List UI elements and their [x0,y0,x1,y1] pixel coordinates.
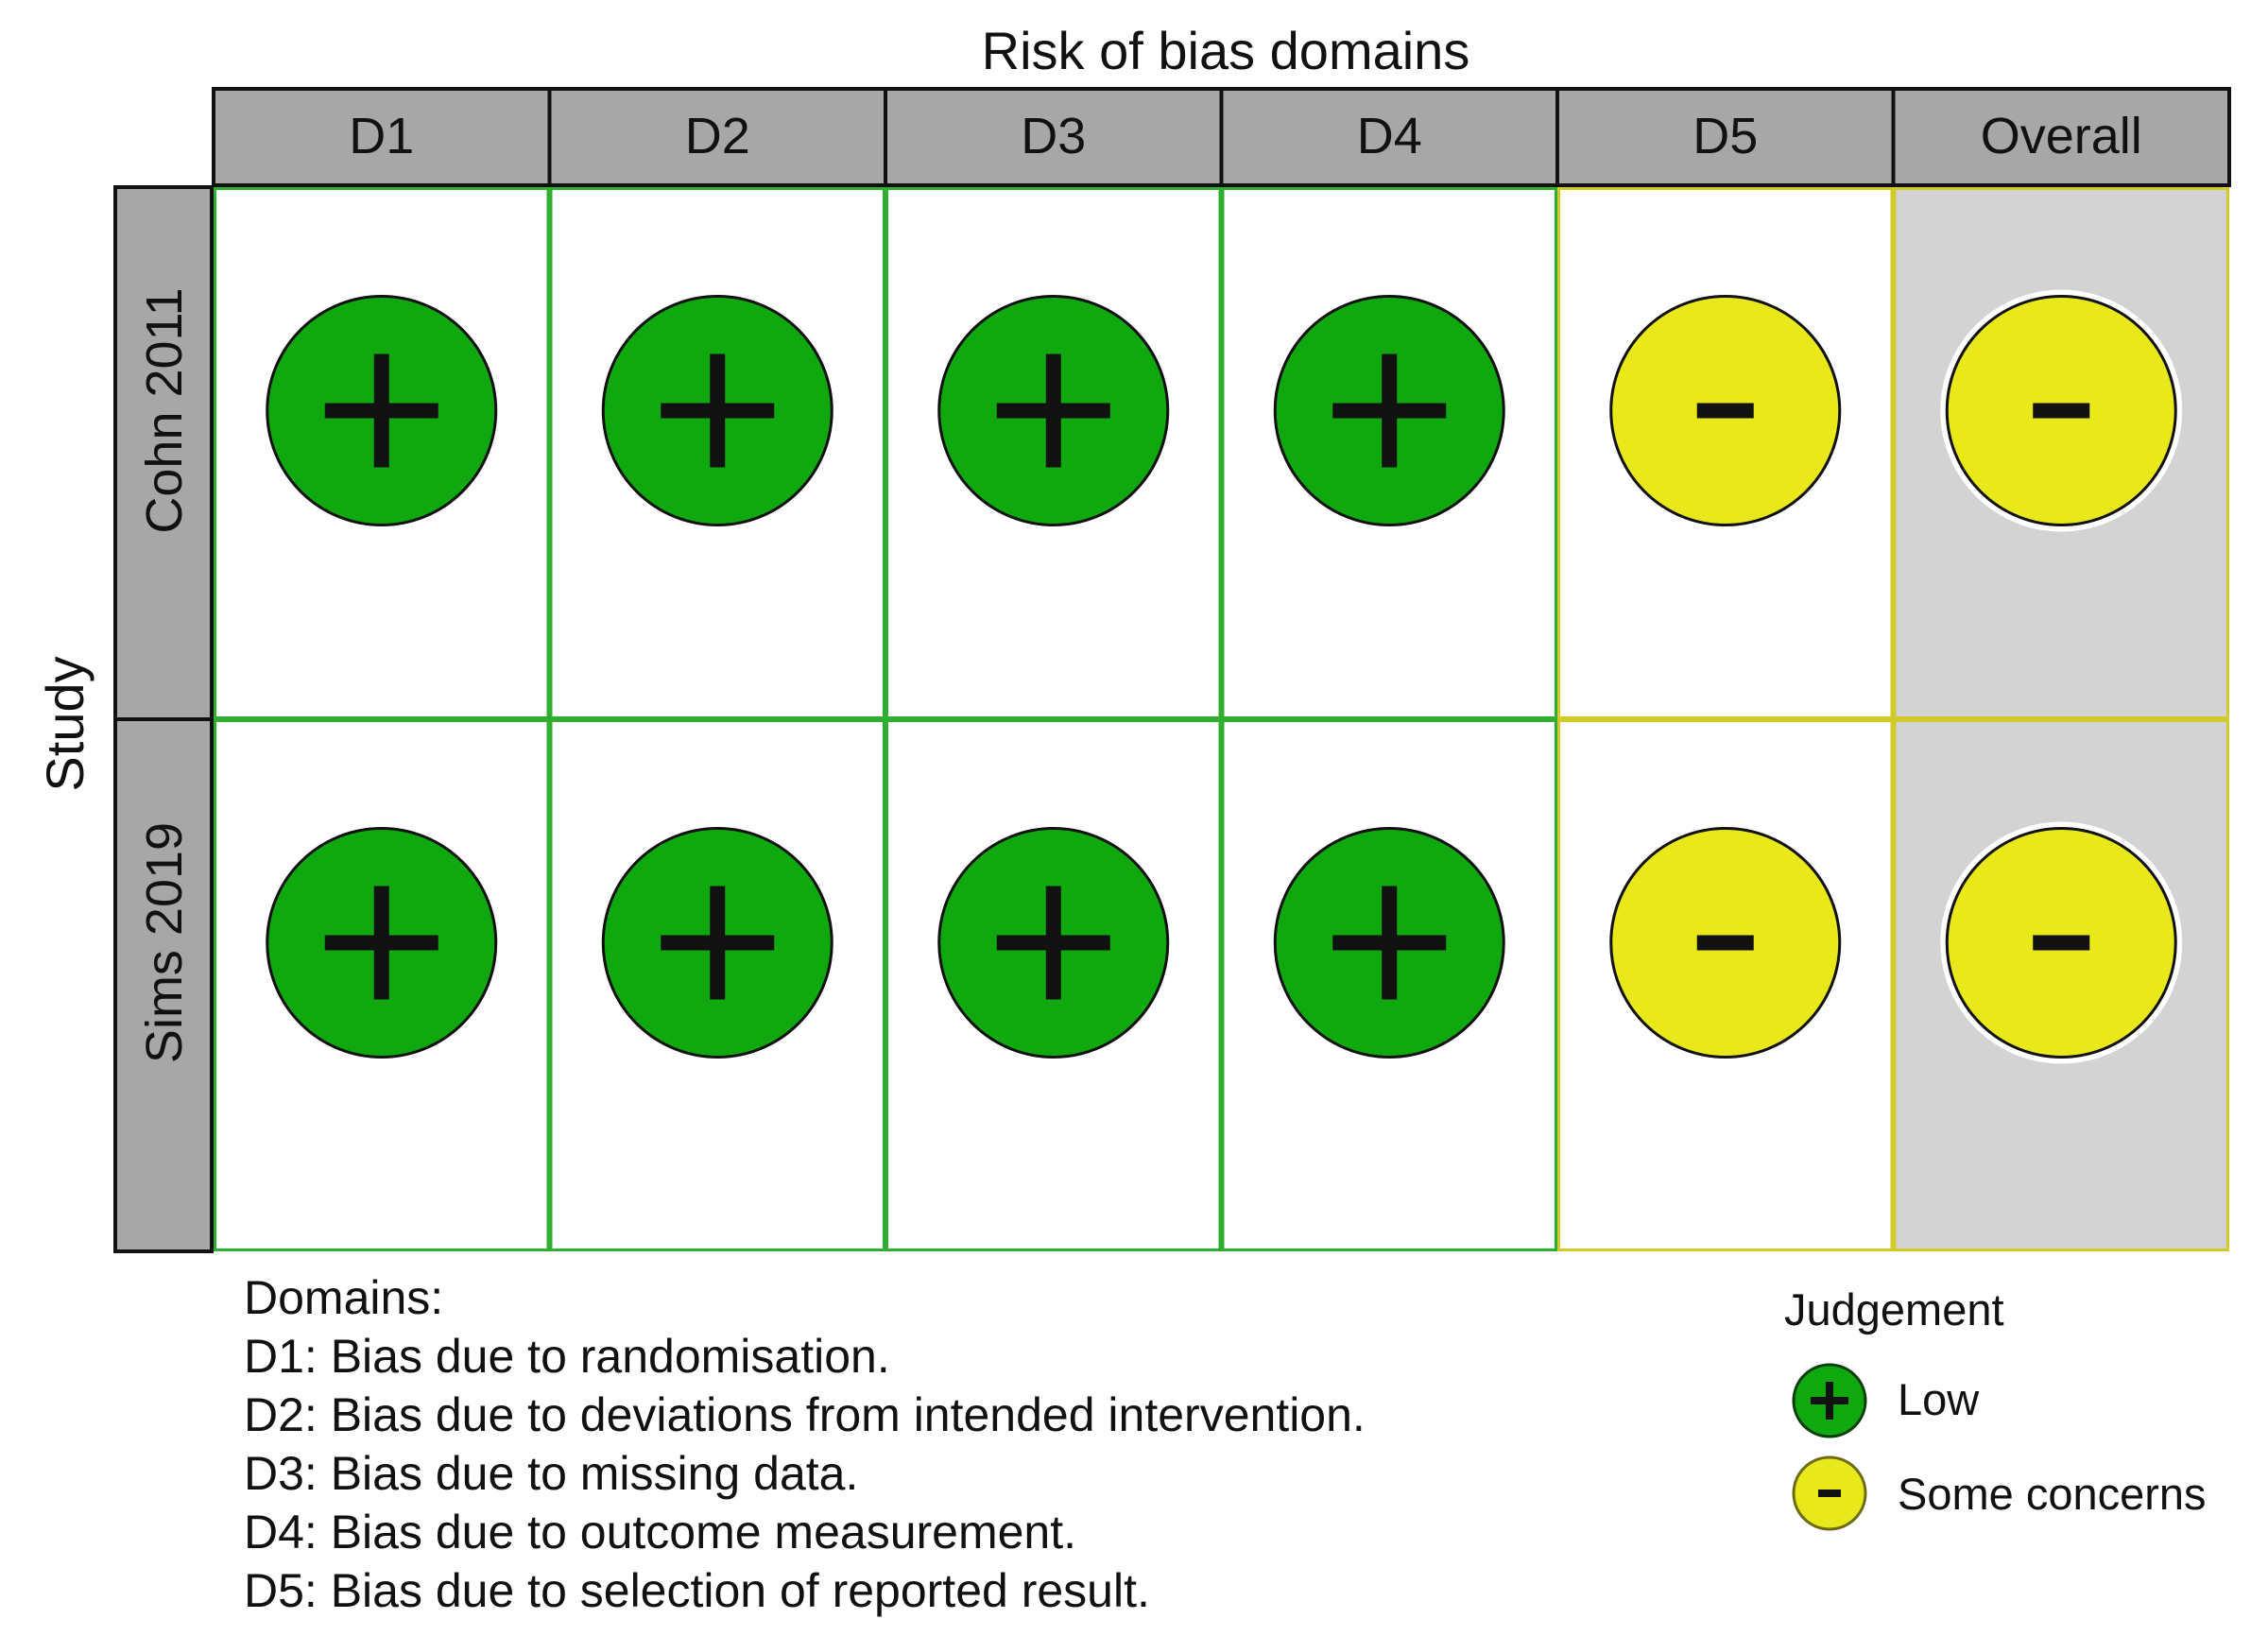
legend-some-concerns-label: Some concerns [1898,1469,2207,1519]
plus-symbol-vertical [373,886,389,1000]
column-header-box [884,87,1224,187]
y-axis-label: Study [35,656,94,791]
grid-cell-border [1893,719,2229,1251]
plus-symbol-vertical [710,353,726,468]
column-header-box [212,87,552,187]
domain-item: D4: Bias due to outcome measurement. [244,1506,1077,1559]
legend-some-concerns-icon [1792,1455,1867,1531]
grid-cell-border [1221,719,1557,1251]
plus-symbol-vertical [373,353,389,468]
study-label: Sims 2019 [136,822,193,1063]
judgement-legend-symbols [1792,1363,1867,1531]
grid-cell-border [214,187,550,719]
plus-symbol-vertical [1045,353,1061,468]
grid-cell-border [1557,719,1894,1251]
row-header-box [113,717,214,1253]
domains-heading: Domains: [244,1271,444,1324]
grid-cell-border [885,187,1222,719]
column-header-label: D2 [685,108,750,164]
column-header-box [1891,87,2231,187]
column-header-label: Overall [1981,108,2142,164]
domain-item: D5: Bias due to selection of reported re… [244,1564,1150,1617]
domain-item: D2: Bias due to deviations from intended… [244,1388,1366,1441]
legend-low-label: Low [1898,1374,1980,1424]
minus-symbol [2033,935,2090,951]
plus-symbol-vertical [1045,886,1061,1000]
column-header-box [1555,87,1896,187]
grid-cell-border [885,719,1222,1251]
plus-symbol-vertical [710,886,726,1000]
grid-cell-border [1221,187,1557,719]
legend-low-icon [1792,1363,1867,1438]
grid-cell-border [549,719,885,1251]
column-header-label: D3 [1021,108,1086,164]
grid-cell-border [1557,187,1894,719]
grid-cell-border [1893,187,2229,719]
minus-symbol [1696,403,1754,419]
column-header-label: D1 [349,108,414,164]
plus-symbol-vertical [1382,886,1398,1000]
plus-symbol-vertical [1382,353,1398,468]
minus-symbol [1696,935,1754,951]
domains-legend: Domains: D1: Bias due to randomisation. … [244,1268,1366,1620]
domain-item: D3: Bias due to missing data. [244,1447,859,1500]
minus-symbol [2033,403,2090,419]
column-header-label: D4 [1357,108,1422,164]
chart-title: Risk of bias domains [982,21,1470,80]
grid-cell-border [549,187,885,719]
study-label: Cohn 2011 [136,287,193,533]
grid-cell-border [214,719,550,1251]
judgement-legend-title: Judgement [1784,1284,2004,1335]
row-header-box [113,185,214,721]
domain-item: D1: Bias due to randomisation. [244,1330,890,1383]
column-header-label: D5 [1692,108,1758,164]
